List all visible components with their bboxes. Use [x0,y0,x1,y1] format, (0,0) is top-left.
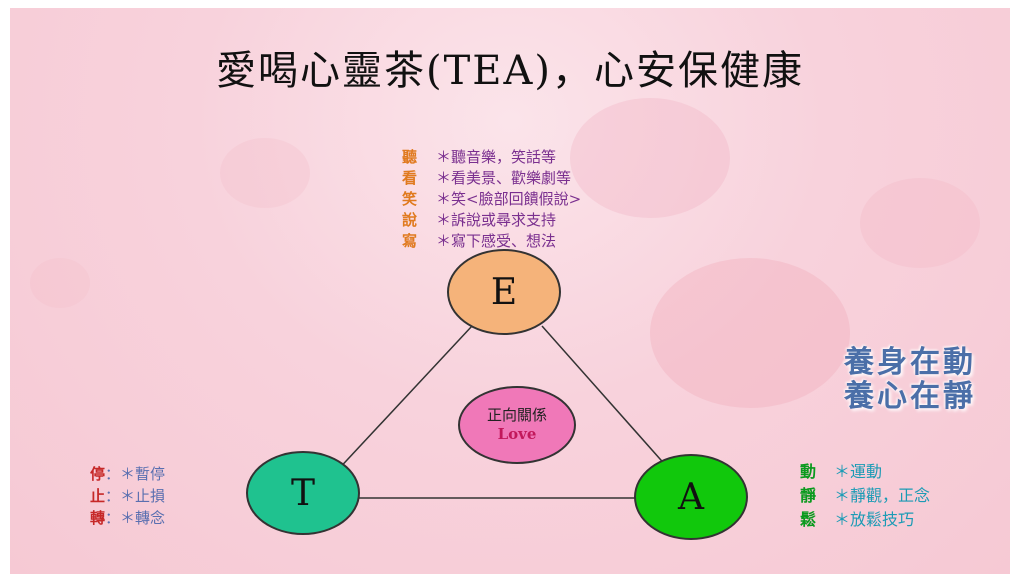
e-item: 笑＊笑<臉部回饋假說> [402,190,582,208]
slide: 愛喝心靈茶(TEA)，心安保健康 聽＊聽音樂，笑話等 看＊看美景、歡樂劇等 笑＊… [10,8,1010,574]
node-t: T [246,451,360,535]
motto-line: 養心在靜 [844,379,976,414]
triangle [333,325,669,499]
node-t-label: T [290,472,315,514]
a-item: 靜＊靜觀，正念 [800,486,931,505]
node-e: E [447,249,561,335]
e-item: 看＊看美景、歡樂劇等 [402,169,572,187]
e-item: 寫＊寫下感受、想法 [402,232,557,250]
motto-line: 養身在動 [844,345,976,380]
center-circle: 正向關係 Love [458,386,576,464]
background-heart [220,138,310,208]
node-a-label: A [678,476,704,518]
a-item: 動＊運動 [800,462,883,481]
page-title: 愛喝心靈茶(TEA)，心安保健康 [216,48,804,94]
e-item: 說＊訴說或尋求支持 [402,211,557,229]
background-heart [570,98,730,218]
e-item: 聽＊聽音樂，笑話等 [402,148,557,166]
t-item: 止：＊止損 [90,487,166,505]
motto: 養身在動 養心在靜 [844,346,976,414]
a-item: 鬆＊放鬆技巧 [800,510,915,529]
center-love: Love [497,425,537,443]
background-heart [30,258,90,308]
center-label: 正向關係 [486,405,547,424]
t-item: 轉：＊轉念 [90,509,166,527]
t-item: 停：＊暫停 [90,465,166,483]
background-heart [650,258,850,408]
node-e-label: E [490,271,518,313]
node-a: A [634,454,748,540]
background-heart [860,178,980,268]
